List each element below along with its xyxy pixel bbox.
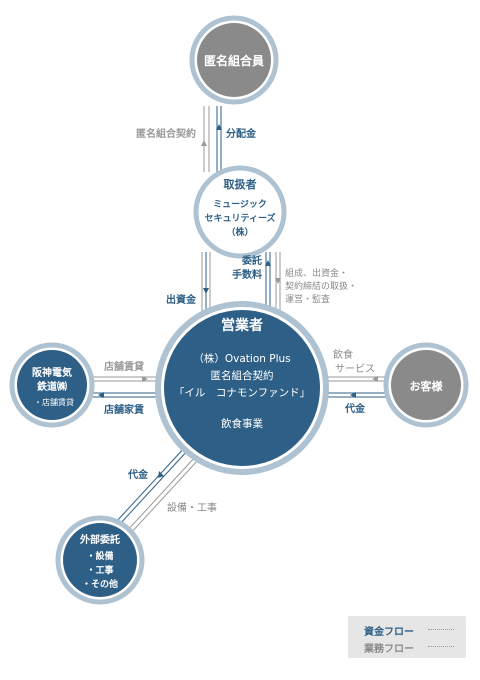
payment-left-label: 代金 [127, 468, 149, 481]
commission-label-2: 手数料 [232, 268, 262, 281]
formation-label-3: 運営・監査 [285, 293, 330, 305]
handler-line-2: セキュリティーズ [204, 212, 275, 224]
food-service-label-2: サービス [335, 363, 375, 375]
hanshin-operator-flows [92, 376, 160, 398]
payment-diag-arrow [158, 471, 164, 478]
outsource-line-3: ・工事 [86, 564, 113, 576]
distribution-label: 分配金 [226, 127, 257, 140]
operator-business: 飲食事業 [221, 417, 263, 430]
investors-node: 匿名組合員 [189, 15, 279, 105]
handler-line-1: ミュージック [213, 199, 267, 210]
hanshin-line-2: 鉄道㈱ [37, 380, 67, 393]
hanshin-line-1: 阪神電気 [32, 366, 72, 379]
payment-right-label: 代金 [344, 402, 366, 415]
store-lease-label: 店舗賃貸 [104, 360, 144, 373]
distribution-arrow-up [216, 124, 222, 130]
legend-business-swatch [428, 646, 454, 647]
food-service-label-1: 飲食 [333, 348, 353, 361]
formation-label-2: 契約締結の取扱・ [285, 280, 357, 292]
investment-arrow-down [203, 288, 209, 294]
handler-line-3: （株） [226, 226, 253, 238]
commission-label-1: 委託 [241, 254, 262, 267]
payment-arrow-left [350, 392, 356, 398]
store-lease-arrow-right [142, 376, 148, 382]
outsource-line-1: 外部委託 [79, 533, 120, 546]
operator-title: 営業者 [221, 317, 263, 334]
investment-label: 出資金 [166, 293, 197, 306]
equipment-diag-flow-line [125, 455, 197, 533]
legend-business: 業務フロー [364, 640, 454, 655]
formation-label-1: 組成、出資金・ [285, 267, 348, 279]
investors-handler-flows [201, 106, 222, 172]
anonymous-contract-label: 匿名組合契約 [136, 127, 196, 140]
legend-money-label: 資金フロー [364, 627, 414, 638]
handler-title: 取扱者 [224, 177, 257, 191]
hanshin-node: 阪神電気 鉄道㈱ ・店舗賃貸 [9, 342, 95, 428]
operator-fund-name: 「イル コナモンファンド」 [174, 387, 310, 399]
handler-node: 取扱者 ミュージック セキュリティーズ （株） [193, 165, 287, 259]
food-service-arrow [372, 376, 378, 382]
outsource-line-2: ・設備 [86, 550, 113, 562]
investors-label: 匿名組合員 [204, 53, 264, 68]
operator-company: （株）Ovation Plus [193, 352, 290, 365]
store-rent-arrow-left [98, 392, 104, 398]
handler-operator-flows [201, 252, 281, 312]
contract-arrow-up [201, 140, 207, 146]
equipment-work-label: 設備・工事 [167, 501, 217, 514]
legend: 資金フロー 業務フロー [348, 616, 466, 658]
customers-node: お客様 [383, 342, 469, 428]
hanshin-line-3: ・店舗賃貸 [34, 397, 74, 407]
commission-arrow-up [265, 260, 271, 266]
operator-outsource-flows [115, 445, 200, 536]
customers-label: お客様 [410, 379, 444, 393]
legend-business-label: 業務フロー [364, 644, 414, 655]
operator-contract: 匿名組合契約 [211, 369, 274, 382]
store-rent-label: 店舗家賃 [104, 403, 144, 416]
legend-money: 資金フロー [364, 623, 454, 638]
legend-money-swatch [428, 629, 454, 630]
formation-arrow-down [275, 278, 281, 284]
outsource-line-4: ・その他 [82, 578, 118, 590]
outsource-node: 外部委託 ・設備 ・工事 ・その他 [55, 515, 145, 605]
operator-customer-flows [326, 376, 392, 398]
payment-diag-flow-line [115, 445, 187, 523]
operator-node: 営業者 （株）Ovation Plus 匿名組合契約 「イル コナモンファンド」… [155, 301, 329, 475]
